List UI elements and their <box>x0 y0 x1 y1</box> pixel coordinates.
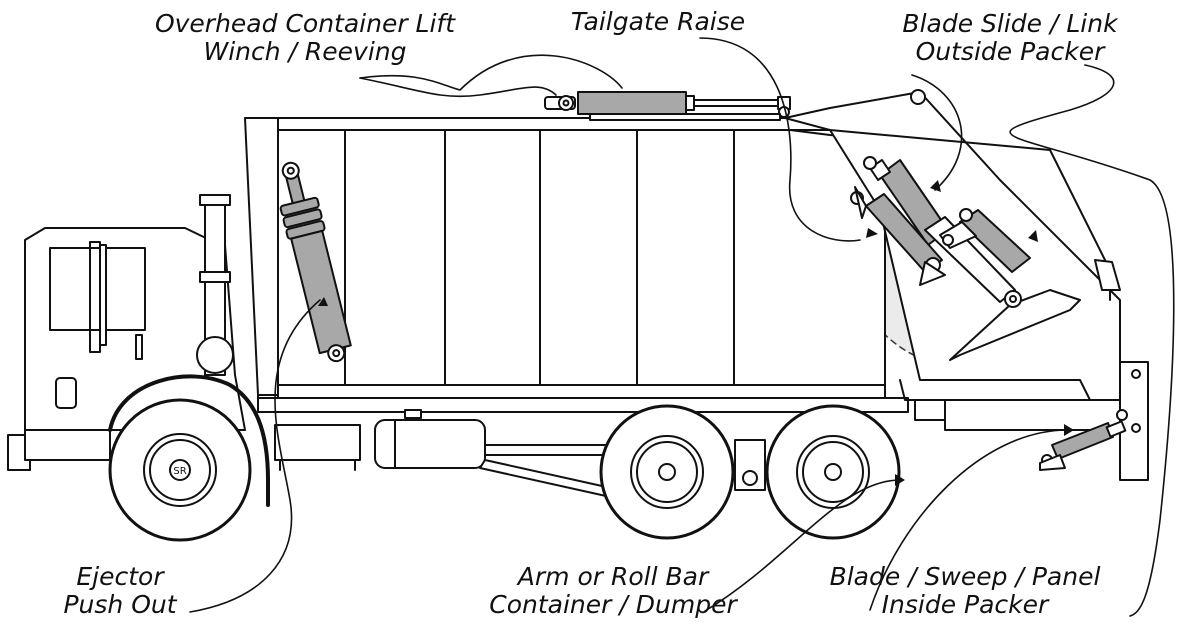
pointer-curves <box>189 37 1175 617</box>
blade-slide-cylinder <box>863 156 1022 308</box>
pointer-arm <box>704 479 901 612</box>
label-line: Blade Slide / Link <box>902 9 1118 38</box>
front-fender <box>108 374 270 507</box>
label-line: Container / Dumper <box>489 590 737 619</box>
arrow-blade-slide <box>930 180 941 192</box>
truck-cab <box>7 194 246 471</box>
label-line: Winch / Reeving <box>203 37 407 66</box>
link-cylinder <box>850 186 946 286</box>
arrowheads <box>318 180 1074 486</box>
label-line: Inside Packer <box>881 590 1049 619</box>
pointer-blade-sweep <box>869 429 1069 611</box>
label-overhead-container-lift: Overhead Container Lift Winch / Reeving <box>140 10 470 66</box>
arrow-tailgate <box>866 228 878 238</box>
rear-wheel-1 <box>599 404 735 540</box>
label-line: Ejector <box>76 562 164 591</box>
label-line: Outside Packer <box>915 37 1105 66</box>
arrow-outside-packer <box>1028 230 1038 242</box>
pointer-blade-slide <box>1009 64 1175 617</box>
rear-wheel-2 <box>765 404 901 540</box>
label-blade-slide: Blade Slide / Link Outside Packer <box>860 10 1160 66</box>
label-line: Arm or Roll Bar <box>517 562 709 591</box>
label-line: Tailgate Raise <box>570 7 746 36</box>
hub-label: SR <box>173 466 186 477</box>
label-line: Overhead Container Lift <box>154 9 456 38</box>
arrow-blade-sweep <box>1064 424 1074 436</box>
ejector-cylinder <box>279 161 352 363</box>
arrow-arm <box>895 474 905 486</box>
label-line: Blade / Sweep / Panel <box>829 562 1101 591</box>
fuel-tank <box>374 419 486 469</box>
pointer-tailgate <box>699 37 861 242</box>
arrow-ejector <box>318 297 328 306</box>
pointer-overhead <box>359 54 623 91</box>
pointer-ejector <box>189 299 321 613</box>
tailgate-raise-cylinder <box>544 91 791 121</box>
label-blade-sweep: Blade / Sweep / Panel Inside Packer <box>805 563 1125 619</box>
label-ejector: Ejector Push Out <box>50 563 190 619</box>
label-tailgate-raise: Tailgate Raise <box>548 8 768 36</box>
label-arm-roll-bar: Arm or Roll Bar Container / Dumper <box>468 563 758 619</box>
outside-packer-cylinder <box>939 208 1031 273</box>
label-line: Push Out <box>63 590 177 619</box>
front-wheel <box>108 398 252 542</box>
battery-box <box>274 424 361 461</box>
frame <box>484 444 621 456</box>
blade-sweep-cylinder <box>1039 420 1127 471</box>
truck-body <box>244 117 909 413</box>
